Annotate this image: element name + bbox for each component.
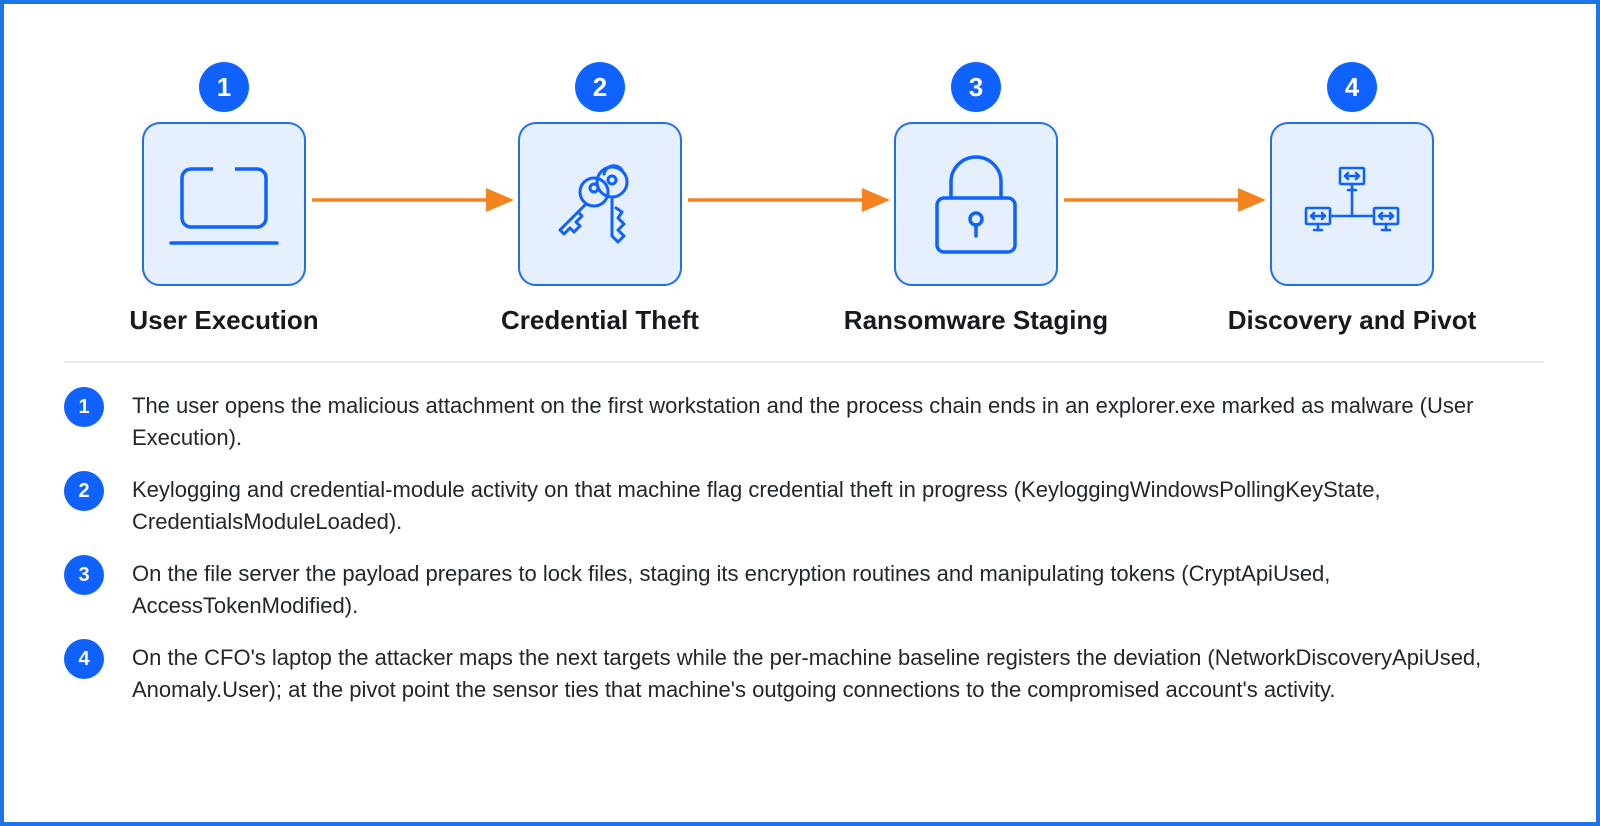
padlock-icon bbox=[935, 155, 1017, 254]
stage-icon-tile bbox=[1270, 122, 1434, 286]
stage-number-badge: 3 bbox=[951, 62, 1001, 112]
step-number-badge: 4 bbox=[64, 639, 104, 679]
step-description: The user opens the malicious attachment … bbox=[132, 393, 1474, 450]
section-divider bbox=[64, 361, 1544, 363]
stage-title: Discovery and Pivot bbox=[1227, 305, 1477, 335]
step-description: On the file server the payload prepares … bbox=[132, 561, 1331, 618]
flow-arrow-3 bbox=[1064, 188, 1266, 212]
flow-arrow-2 bbox=[688, 188, 890, 212]
flow-arrow-1 bbox=[312, 188, 514, 212]
step-number-badge: 2 bbox=[64, 471, 104, 511]
network-icon bbox=[1304, 166, 1400, 232]
step-description: On the CFO's laptop the attacker maps th… bbox=[132, 645, 1482, 702]
keys-icon bbox=[558, 164, 629, 244]
stage-title: Credential Theft bbox=[501, 305, 699, 335]
stage-icon-tile bbox=[894, 122, 1058, 286]
stage-title: User Execution bbox=[129, 305, 319, 335]
laptop-icon bbox=[169, 166, 279, 245]
stage-title: Ransomware Staging bbox=[843, 305, 1109, 335]
stage-icon-tile bbox=[142, 122, 306, 286]
stage-icon-tile bbox=[518, 122, 682, 286]
step-number-badge: 3 bbox=[64, 555, 104, 595]
step-number-badge: 1 bbox=[64, 387, 104, 427]
stage-number-badge: 1 bbox=[199, 62, 249, 112]
stage-number-badge: 4 bbox=[1327, 62, 1377, 112]
step-description: Keylogging and credential-module activit… bbox=[132, 477, 1381, 534]
stage-number-badge: 2 bbox=[575, 62, 625, 112]
